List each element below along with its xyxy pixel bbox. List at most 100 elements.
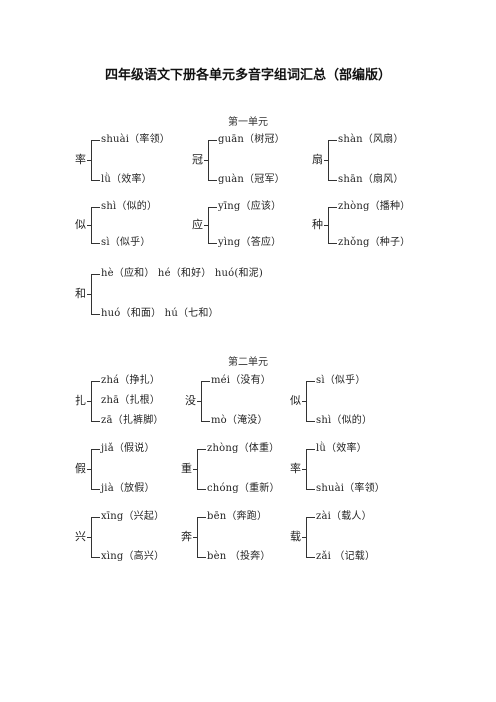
bracket-tick <box>324 160 329 161</box>
polyphone-group: 和 hè（应和） hé（和好） huó(和泥) huó（和面） hú（七和） <box>75 268 263 320</box>
pinyin-reading: zǎi （记载） <box>316 551 376 562</box>
pinyin-reading: zhā（扎根） <box>101 395 161 406</box>
bracket-tick <box>302 537 307 538</box>
pinyin-reading: yìng（答应） <box>218 237 282 248</box>
polyphone-group: 重 zhòng（体重） chóng（重新） <box>181 443 341 495</box>
bracket-tick <box>197 401 202 402</box>
pinyin-reading: shì（似的） <box>316 415 373 426</box>
polyphone-group: 没 méi（没有） mò（淹没） <box>185 375 345 427</box>
polyphone-character: 种 <box>312 218 323 231</box>
bracket-line <box>328 207 337 244</box>
pinyin-reading: zhòng（播种） <box>338 201 411 212</box>
bracket-line <box>208 207 217 244</box>
bracket-line <box>91 140 100 181</box>
polyphone-character: 假 <box>75 462 86 475</box>
polyphone-group: 应 yīng（应该） yìng（答应） <box>192 201 352 249</box>
bracket-tick <box>87 401 92 402</box>
bracket-line <box>91 207 100 244</box>
pinyin-reading: sì（似乎） <box>316 375 366 386</box>
bracket-line <box>91 381 100 422</box>
pinyin-reading: hè（应和） hé（和好） huó(和泥) <box>101 268 263 279</box>
pinyin-reading: shān（扇风） <box>338 174 404 185</box>
polyphone-character: 冠 <box>192 153 203 166</box>
bracket-tick <box>87 294 92 295</box>
polyphone-group: 扇 shàn（风扇） shān（扇风） <box>312 134 472 186</box>
bracket-tick <box>87 225 92 226</box>
pinyin-reading: zhòng（体重） <box>207 443 280 454</box>
polyphone-group: 假 jiǎ（假说） jià（放假） <box>75 443 235 495</box>
polyphone-character: 应 <box>192 218 203 231</box>
bracket-line <box>328 140 337 181</box>
polyphone-character: 似 <box>290 394 301 407</box>
polyphone-character: 率 <box>290 462 301 475</box>
pinyin-reading: xīng（兴起） <box>101 511 165 522</box>
document-title: 四年级语文下册各单元多音字组词汇总（部编版） <box>104 68 391 83</box>
polyphone-group: 兴 xīng（兴起） xìng（高兴） <box>75 511 235 563</box>
bracket-line <box>208 140 217 181</box>
pinyin-reading: huó（和面） hú（七和） <box>101 308 219 319</box>
bracket-line <box>306 449 315 490</box>
pinyin-reading: jiǎ（假说） <box>101 443 155 454</box>
pinyin-reading: shàn（风扇） <box>338 134 404 145</box>
bracket-line <box>197 517 206 558</box>
polyphone-group: 载 zài（载人） zǎi （记载） <box>290 511 450 563</box>
polyphone-group: 似 shì（似的） sì（似乎） <box>75 201 235 249</box>
pinyin-reading: shuài（率领） <box>316 483 385 494</box>
polyphone-character: 率 <box>75 153 86 166</box>
pinyin-reading: zhǒng（种子） <box>338 237 411 248</box>
bracket-tick <box>87 469 92 470</box>
pinyin-reading: bēn（奔跑） <box>207 511 268 522</box>
pinyin-reading: zài（载人） <box>316 511 372 522</box>
pinyin-reading: mò（淹没） <box>211 415 268 426</box>
polyphone-character: 扎 <box>75 394 86 407</box>
pinyin-reading: lǜ（效率） <box>316 443 367 454</box>
pinyin-reading: méi（没有） <box>211 375 271 386</box>
pinyin-reading: shuài（率领） <box>101 134 170 145</box>
polyphone-character: 扇 <box>312 153 323 166</box>
polyphone-character: 兴 <box>75 530 86 543</box>
unit-title: 第一单元 <box>228 117 268 128</box>
bracket-tick <box>87 537 92 538</box>
bracket-tick <box>302 401 307 402</box>
polyphone-character: 没 <box>185 394 196 407</box>
bracket-tick <box>302 469 307 470</box>
polyphone-group: 奔 bēn（奔跑） bèn （投奔） <box>181 511 341 563</box>
polyphone-group: 似 sì（似乎） shì（似的） <box>290 375 450 427</box>
polyphone-group: 种 zhòng（播种） zhǒng（种子） <box>312 201 472 249</box>
bracket-line <box>91 517 100 558</box>
polyphone-character: 奔 <box>181 530 192 543</box>
pinyin-reading: zā（扎裤脚） <box>101 415 164 426</box>
polyphone-character: 似 <box>75 218 86 231</box>
bracket-line <box>201 381 210 422</box>
pinyin-reading: lǜ（效率） <box>101 174 152 185</box>
bracket-line <box>306 381 315 422</box>
pinyin-reading: sì（似乎） <box>101 237 151 248</box>
pinyin-reading: jià（放假） <box>101 483 155 494</box>
polyphone-group: 冠 guān（树冠） guàn（冠军） <box>192 134 352 186</box>
pinyin-reading: zhá（挣扎） <box>101 375 161 386</box>
polyphone-character: 和 <box>75 287 86 300</box>
pinyin-reading: xìng（高兴） <box>101 551 165 562</box>
bracket-line <box>91 274 100 315</box>
bracket-tick <box>193 469 198 470</box>
pinyin-reading: shì（似的） <box>101 201 158 212</box>
pinyin-reading: guān（树冠） <box>218 134 285 145</box>
pinyin-reading: bèn （投奔） <box>207 551 271 562</box>
polyphone-character: 载 <box>290 530 301 543</box>
bracket-line <box>197 449 206 490</box>
polyphone-group: 率 lǜ（效率） shuài（率领） <box>290 443 450 495</box>
polyphone-group: 率 shuài（率领） lǜ（效率） <box>75 134 235 186</box>
pinyin-reading: yīng（应该） <box>218 201 282 212</box>
polyphone-character: 重 <box>181 462 192 475</box>
pinyin-reading: chóng（重新） <box>207 483 280 494</box>
pinyin-reading: guàn（冠军） <box>218 174 285 185</box>
bracket-line <box>91 449 100 490</box>
bracket-line <box>306 517 315 558</box>
bracket-tick <box>204 160 209 161</box>
bracket-tick <box>324 225 329 226</box>
unit-title: 第二单元 <box>228 357 268 368</box>
bracket-tick <box>193 537 198 538</box>
bracket-tick <box>87 160 92 161</box>
polyphone-group: 扎 zhá（挣扎） zhā（扎根） zā（扎裤脚） <box>75 375 235 427</box>
